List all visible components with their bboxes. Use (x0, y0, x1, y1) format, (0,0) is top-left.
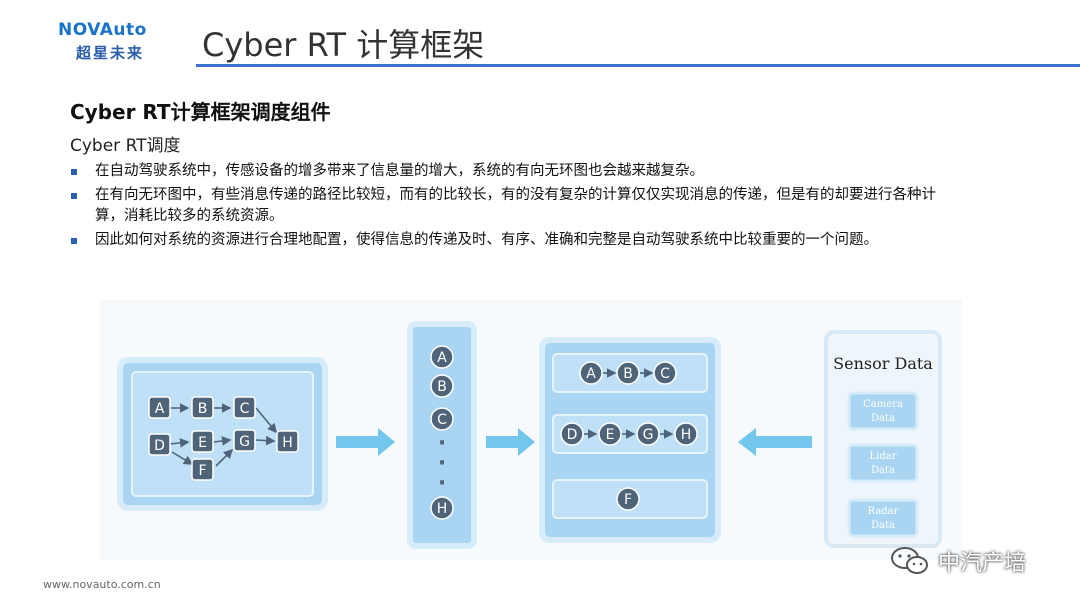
sensor-lidar: Lidar Data (847, 443, 919, 483)
sensor-data-panel: Sensor Data Camera Data Lidar Data Radar… (824, 330, 942, 548)
path-node: D (560, 422, 584, 446)
svg-text:E: E (198, 435, 207, 451)
wechat-watermark: 中汽产培 (890, 544, 1026, 578)
graph-node: C (233, 396, 256, 419)
sensor-panel-title: Sensor Data (833, 354, 933, 373)
svg-text:Lidar: Lidar (870, 451, 897, 462)
logo-wordmark: NOVAuto (58, 20, 147, 40)
svg-text:F: F (198, 463, 206, 479)
bullet-item: 因此如何对系统的资源进行合理地配置，使得信息的传递及时、有序、准确和完整是自动驾… (70, 230, 950, 251)
path-node: F (616, 487, 640, 511)
svg-text:B: B (437, 379, 447, 395)
flow-arrow (336, 428, 395, 456)
queue-ellipsis: · (438, 431, 446, 456)
svg-text:C: C (660, 366, 670, 382)
bullet-list: 在自动驾驶系统中，传感设备的增多带来了信息量的增大，系统的有向无环图也会越来越复… (70, 161, 950, 254)
task-graph-panel: A B C D E G H F (117, 357, 328, 511)
svg-text:A: A (437, 350, 447, 366)
svg-text:Data: Data (871, 413, 895, 424)
scheduled-paths-panel: A B C D E G H F (539, 337, 721, 543)
graph-node: F (191, 458, 214, 481)
queue-node: C (430, 407, 454, 431)
graph-node: H (276, 430, 299, 453)
svg-text:B: B (198, 401, 208, 417)
path-node: A (579, 361, 603, 385)
path-node: G (636, 422, 660, 446)
svg-text:A: A (586, 366, 596, 382)
sensor-radar: Radar Data (847, 498, 919, 538)
flow-arrow (738, 428, 812, 456)
slide-title: Cyber RT 计算框架 (202, 26, 485, 64)
flow-arrow (486, 428, 535, 456)
sensor-camera: Camera Data (847, 391, 919, 431)
scheduling-diagram: A B C D E G H F A B C · · · H A (100, 300, 962, 560)
queue-node: A (430, 345, 454, 369)
svg-text:Radar: Radar (868, 506, 899, 517)
path-node: C (653, 361, 677, 385)
graph-node: D (148, 433, 171, 456)
svg-text:B: B (623, 366, 633, 382)
svg-text:Data: Data (871, 520, 895, 531)
svg-text:H: H (681, 427, 692, 443)
bullet-item: 在有向无环图中，有些消息传递的路径比较短，而有的比较长，有的没有复杂的计算仅仅实… (70, 185, 950, 227)
svg-text:H: H (282, 435, 293, 451)
graph-node: B (191, 396, 214, 419)
footer-url: www.novauto.com.cn (43, 578, 161, 591)
path-node: H (674, 422, 698, 446)
queue-ellipsis: · (438, 471, 446, 496)
queue-node: B (430, 374, 454, 398)
queue-node: H (430, 496, 454, 520)
section-subheading: Cyber RT调度 (70, 136, 181, 156)
svg-text:G: G (643, 427, 654, 443)
queue-ellipsis: · (438, 451, 446, 476)
logo-chinese-name: 超星未来 (76, 44, 145, 62)
svg-text:H: H (437, 501, 448, 517)
svg-text:F: F (624, 492, 632, 508)
svg-text:Data: Data (871, 465, 895, 476)
task-queue-panel: A B C · · · H (407, 321, 477, 549)
svg-text:C: C (437, 412, 447, 428)
svg-text:C: C (240, 401, 250, 417)
svg-text:D: D (567, 427, 578, 443)
graph-node: G (233, 429, 256, 452)
section-heading: Cyber RT计算框架调度组件 (70, 100, 331, 124)
svg-text:G: G (239, 434, 250, 450)
title-divider (196, 64, 1080, 67)
svg-text:Camera: Camera (863, 399, 903, 410)
company-logo: NOVAuto 超星未来 (58, 20, 178, 63)
path-node: E (598, 422, 622, 446)
bullet-item: 在自动驾驶系统中，传感设备的增多带来了信息量的增大，系统的有向无环图也会越来越复… (70, 161, 950, 182)
graph-node: E (191, 430, 214, 453)
svg-text:A: A (155, 401, 165, 417)
svg-text:D: D (154, 438, 165, 454)
watermark-text: 中汽产培 (938, 551, 1027, 576)
path-node: B (616, 361, 640, 385)
wechat-icon (891, 547, 928, 574)
svg-text:E: E (606, 427, 615, 443)
graph-node: A (148, 396, 171, 419)
